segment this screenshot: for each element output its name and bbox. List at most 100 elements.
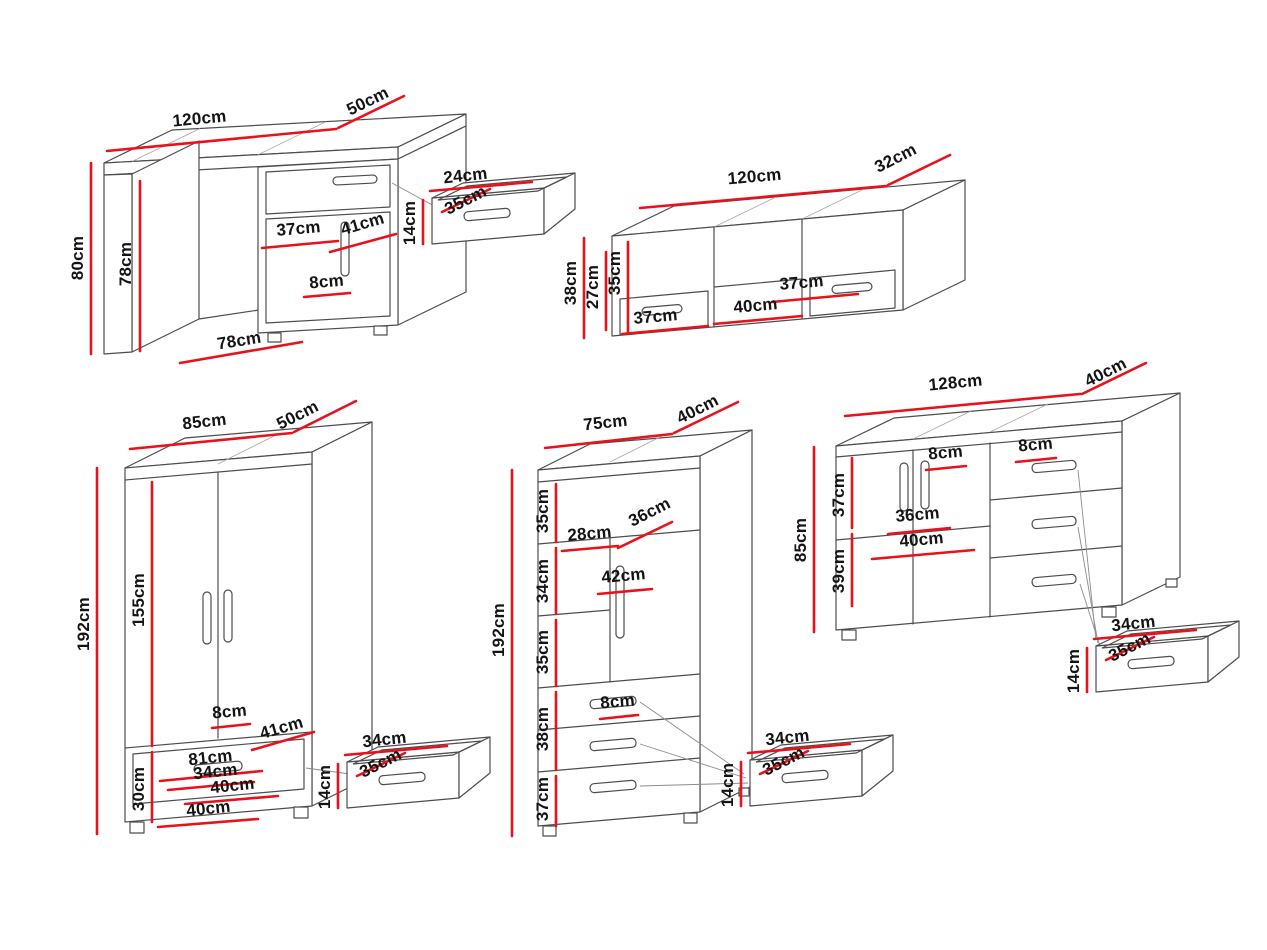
cabinet-depth-label: 32cm bbox=[871, 140, 919, 177]
dresser-handle-b-label: 8cm bbox=[1017, 434, 1053, 456]
dresser-handle-a-label: 8cm bbox=[927, 442, 963, 464]
dim-line-desk-cabinet-width bbox=[260, 239, 340, 250]
bookcase-foot bbox=[683, 812, 698, 824]
wardrobe-handle-width-label: 8cm bbox=[211, 701, 247, 723]
dim-line-dresser-handle-b bbox=[1014, 456, 1058, 464]
dim-line-cabinet-depth bbox=[886, 153, 952, 187]
dim-line-desk-handle-width bbox=[302, 291, 352, 299]
bookcase-handle-width-label: 8cm bbox=[599, 691, 635, 713]
dim-line-bookcase-handle-width bbox=[598, 713, 640, 721]
dim-line-wardrobe-inner-width-c bbox=[156, 817, 260, 829]
drawer-height-label: 14cm bbox=[400, 201, 419, 245]
small-drawer-wardrobe-diagram: 34cm 35cm 14cm bbox=[315, 728, 492, 810]
desk-drawer-leader-line bbox=[391, 182, 437, 208]
desk-drawer-handle-slot bbox=[332, 174, 378, 186]
bookcase-drawer-handle bbox=[589, 779, 637, 794]
bookcase-section-a-label: 35cm bbox=[533, 489, 552, 533]
wardrobe-right-door-handle bbox=[223, 589, 233, 643]
dresser-drawer-handle bbox=[1031, 459, 1077, 474]
bookcase-diagram: 75cm 40cm 192cm 35cm 34cm 35cm 38cm 37cm… bbox=[489, 391, 753, 838]
cabinet-inner-height-b-label: 35cm bbox=[605, 251, 624, 295]
bookcase-inner-width-label: 28cm bbox=[567, 522, 613, 545]
dresser-side-face bbox=[1121, 392, 1181, 606]
drawer-height-label: 14cm bbox=[315, 765, 334, 809]
wardrobe-height-label: 192cm bbox=[74, 597, 93, 651]
dresser-foot bbox=[1101, 606, 1117, 618]
dresser-lower-height-label: 39cm bbox=[829, 549, 848, 593]
drawer-width-label: 34cm bbox=[361, 728, 407, 752]
cabinet-shelf bbox=[713, 278, 803, 288]
cabinet-right-drawer-handle bbox=[831, 282, 873, 294]
bookcase-width-label: 75cm bbox=[582, 411, 628, 435]
dresser-front-face bbox=[835, 420, 1123, 631]
desk-cabinet-width-label: 37cm bbox=[276, 217, 322, 240]
cabinet-section-middle-label: 40cm bbox=[733, 294, 779, 317]
cabinet-height-label: 38cm bbox=[561, 261, 580, 305]
dim-line-bookcase-depth bbox=[672, 400, 740, 435]
drawer-height-label: 14cm bbox=[718, 763, 737, 807]
small-drawer-bookcase-diagram: 34cm 35cm 14cm bbox=[718, 726, 895, 808]
dresser-depth-label: 40cm bbox=[1081, 354, 1129, 391]
bookcase-top-inner-edge bbox=[537, 467, 701, 483]
dim-line-desk-drawer-depth bbox=[328, 232, 398, 254]
wall-cabinet-diagram: 120cm 32cm 38cm 27cm 35cm 37cm 40cm 37cm bbox=[561, 140, 966, 340]
dresser-left-shelf bbox=[835, 525, 991, 541]
wardrobe-top-projection-line bbox=[217, 433, 279, 465]
bookcase-drawer-divider bbox=[537, 757, 701, 773]
dresser-drawer-leader-line bbox=[1079, 583, 1101, 647]
cabinet-section-right-label: 37cm bbox=[779, 271, 825, 294]
dim-line-desk-opening-width bbox=[178, 340, 304, 365]
dim-line-bookcase-inner-width bbox=[560, 544, 620, 553]
desk-drawer-front bbox=[265, 164, 391, 215]
cabinet-inner-height-a-label: 27cm bbox=[583, 265, 602, 309]
desk-left-panel-front bbox=[103, 173, 133, 355]
dresser-inner-width-b-label: 40cm bbox=[899, 528, 945, 551]
desk-left-panel-side bbox=[131, 140, 200, 353]
bookcase-drawer-leader-line bbox=[639, 743, 747, 779]
bookcase-shelf bbox=[537, 673, 701, 689]
desk-foot bbox=[373, 325, 388, 336]
bookcase-section-b-label: 34cm bbox=[533, 559, 552, 603]
dim-line-wardrobe-depth bbox=[292, 399, 358, 434]
bookcase-drawer-leader-line bbox=[639, 782, 749, 787]
wardrobe-base-divider bbox=[124, 731, 313, 749]
dim-line-cabinet-section-right bbox=[770, 292, 860, 304]
dim-line-wardrobe-inner-width bbox=[158, 769, 264, 783]
dresser-top-projection-line bbox=[912, 410, 972, 440]
cabinet-width-label: 120cm bbox=[727, 165, 782, 189]
dim-line-dresser-inner-width-b bbox=[870, 548, 976, 561]
wardrobe-diagram: 85cm 50cm 192cm 155cm 30cm 8cm 41cm 81cm… bbox=[74, 397, 373, 836]
bookcase-section-e-label: 37cm bbox=[533, 777, 552, 821]
cabinet-right-drawer bbox=[809, 269, 896, 317]
cabinet-top-projection-line bbox=[713, 196, 777, 228]
dim-line-desk-depth bbox=[336, 94, 406, 130]
wardrobe-inner-width-c-label: 40cm bbox=[185, 797, 231, 821]
dim-line-wardrobe-drawer-front bbox=[166, 780, 256, 792]
dim-line-cabinet-section-middle bbox=[712, 314, 804, 326]
dim-line-dresser-handle-a bbox=[924, 464, 968, 472]
cabinet-left-drawer-handle bbox=[641, 304, 683, 316]
wardrobe-inner-width-b-label: 40cm bbox=[209, 774, 255, 798]
drawer-width-label: 24cm bbox=[442, 164, 488, 188]
bookcase-shelf-partial bbox=[537, 609, 611, 617]
dresser-drawer-leader-line bbox=[1077, 526, 1099, 644]
bookcase-drawer-handle bbox=[589, 695, 637, 710]
dim-line-dresser-depth bbox=[1080, 361, 1148, 396]
dresser-top-projection-line bbox=[989, 403, 1049, 433]
bookcase-drawer-divider bbox=[537, 715, 701, 731]
desk-door-front bbox=[265, 211, 391, 324]
small-drawer-dresser-diagram: 34cm 35cm 14cm bbox=[1064, 612, 1241, 694]
wardrobe-width-label: 85cm bbox=[181, 410, 227, 434]
dresser-inner-width-a-label: 36cm bbox=[895, 503, 941, 526]
bookcase-section-c-label: 35cm bbox=[533, 630, 552, 674]
bookcase-door-handle bbox=[615, 565, 625, 639]
dim-line-cabinet-width bbox=[638, 184, 888, 210]
dresser-foot bbox=[841, 629, 857, 641]
desk-top-projection-line bbox=[257, 121, 327, 156]
dresser-upper-height-label: 37cm bbox=[829, 473, 848, 517]
wardrobe-foot bbox=[293, 806, 309, 819]
dim-line-dresser-width bbox=[843, 392, 1082, 418]
drawer-width-label: 34cm bbox=[764, 726, 810, 750]
